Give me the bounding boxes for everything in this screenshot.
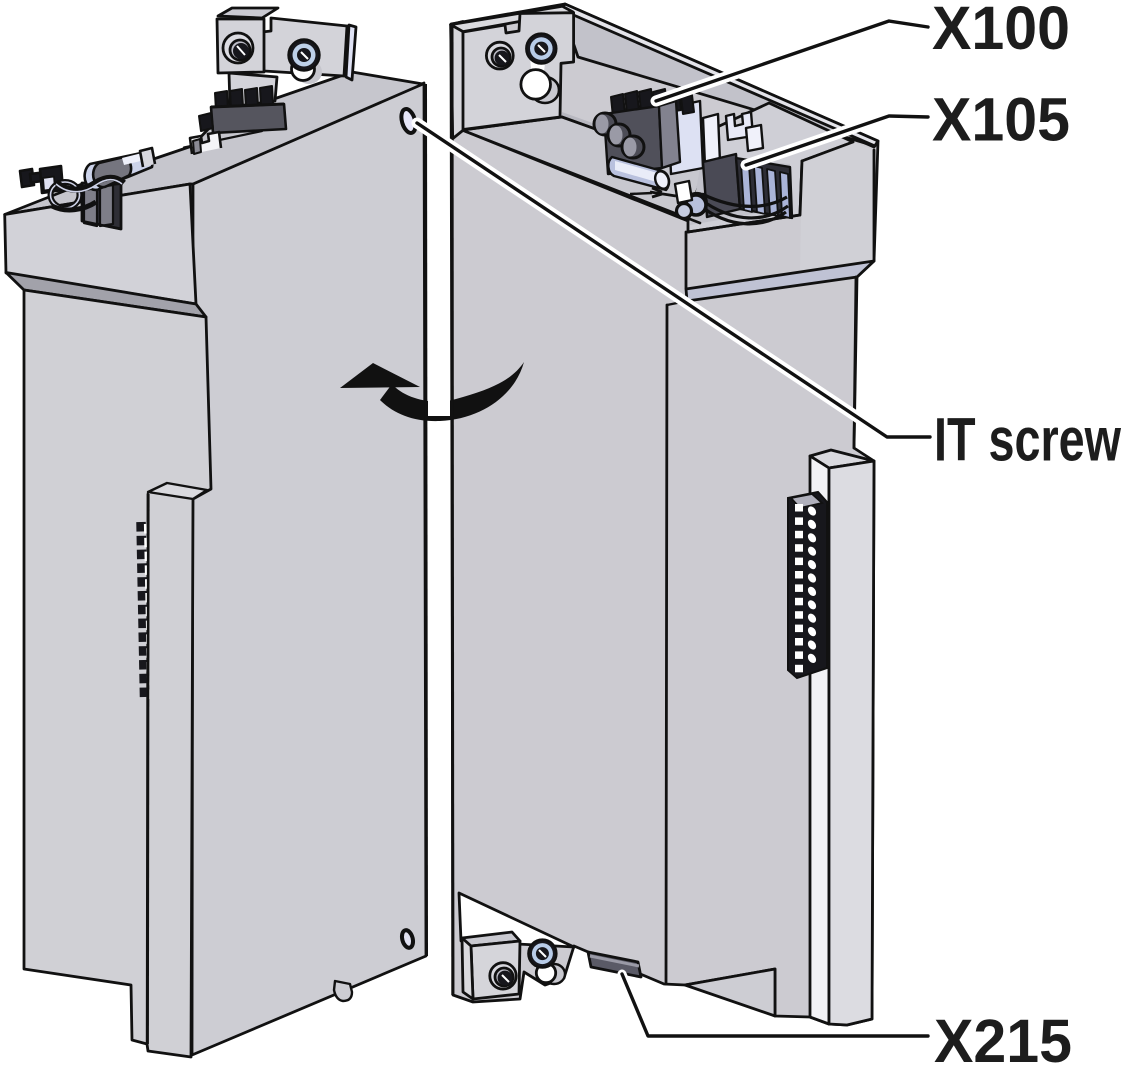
svg-text:IT screw: IT screw bbox=[934, 406, 1121, 474]
svg-text:X100: X100 bbox=[932, 0, 1070, 62]
svg-text:X215: X215 bbox=[934, 1007, 1072, 1069]
svg-text:X105: X105 bbox=[932, 86, 1070, 154]
